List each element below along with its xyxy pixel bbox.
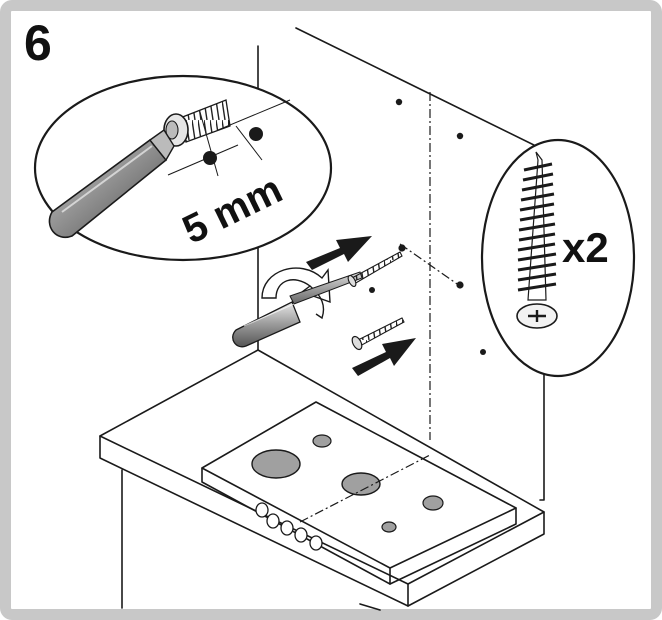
wall-hole [369,287,375,293]
wall-hole [395,98,403,106]
quantity-label: x2 [562,224,609,271]
burner-small [422,495,444,511]
countertop [99,349,545,611]
wall-hole [398,244,406,252]
detail-callout: 5 mm [33,74,333,262]
screw-icon [516,151,558,329]
burner-large [251,449,301,479]
burner-small [312,434,332,448]
mark-dot [249,127,263,141]
cooktop [201,401,517,585]
wall-hole [456,281,464,289]
screw [347,251,403,288]
step-number: 6 [24,15,52,71]
arrow-right-icon [306,236,372,270]
wall-hole [456,132,464,140]
screwdriver [232,271,363,348]
screw [351,317,405,351]
arrow-right-icon [352,338,416,376]
burner-small [381,521,397,533]
screw-callout: x2 [480,138,636,378]
wall-hole [480,349,486,355]
burner-medium [341,472,381,496]
control-knobs [255,502,323,551]
mark-dot [203,151,217,165]
